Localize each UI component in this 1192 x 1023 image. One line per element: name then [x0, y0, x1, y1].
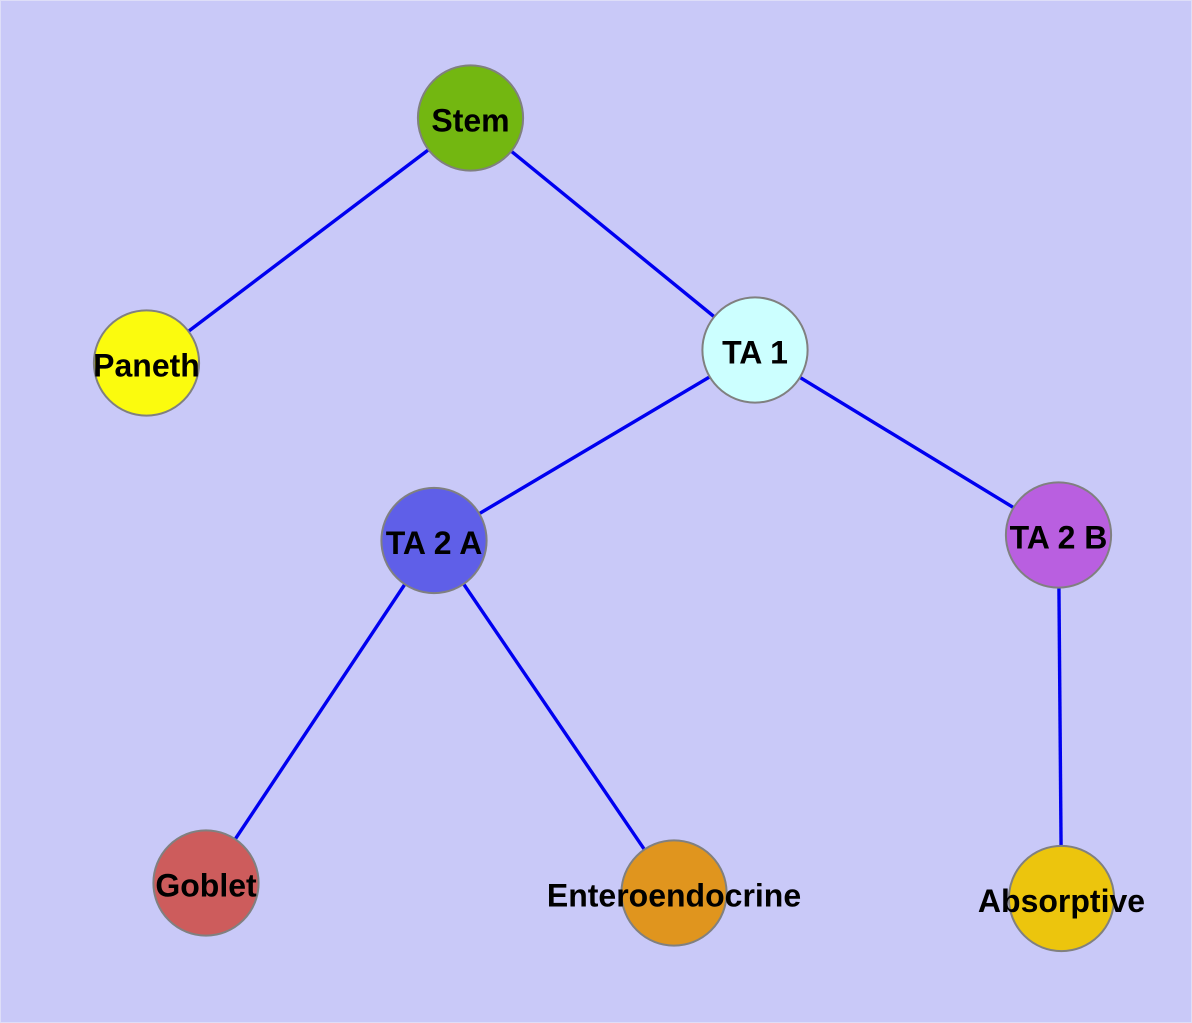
svg-text:Stem: Stem: [431, 103, 509, 139]
svg-text:TA 1: TA 1: [722, 335, 788, 371]
svg-text:Goblet: Goblet: [155, 868, 257, 904]
svg-text:Paneth: Paneth: [93, 348, 200, 384]
svg-text:Enteroendocrine: Enteroendocrine: [547, 878, 801, 914]
svg-text:TA 2 B: TA 2 B: [1010, 520, 1108, 556]
svg-text:Absorptive: Absorptive: [978, 883, 1145, 919]
svg-text:TA 2 A: TA 2 A: [386, 525, 483, 561]
